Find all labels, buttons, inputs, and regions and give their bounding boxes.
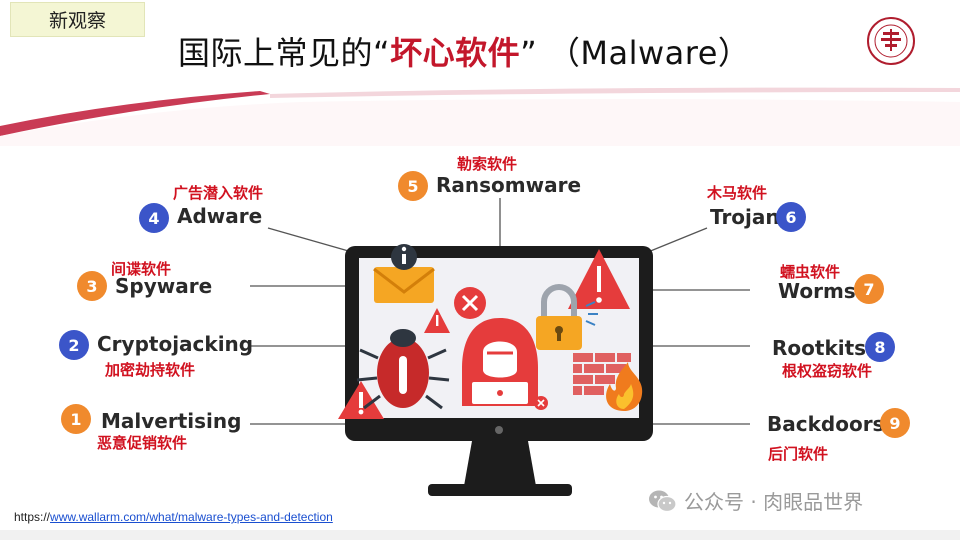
error-x-icon [454, 287, 486, 319]
source-link[interactable]: www.wallarm.com/what/malware-types-and-d… [50, 510, 333, 524]
item-label-rootkits: Rootkits [772, 336, 866, 360]
wechat-icon [648, 488, 678, 514]
item-label-adware: Adware [177, 204, 262, 228]
number-badge-7: 7 [854, 274, 884, 304]
title-prefix: 国际上常见的“ [178, 34, 390, 72]
number-badge-2: 2 [59, 330, 89, 360]
item-cn-trojan: 木马软件 [707, 182, 767, 203]
item-cn-cryptojacking: 加密劫持软件 [105, 359, 195, 380]
envelope-icon [374, 267, 434, 303]
university-seal-icon [866, 16, 916, 66]
item-label-malvertising: Malvertising [101, 409, 241, 433]
source-citation: https://www.wallarm.com/what/malware-typ… [14, 510, 333, 524]
item-label-cryptojacking: Cryptojacking [97, 332, 253, 356]
page-title: 国际上常见的“坏心软件” （Malware） [178, 28, 750, 74]
number-badge-8: 8 [865, 332, 895, 362]
watermark: 公众号 · 肉眼品世界 [648, 486, 863, 515]
item-cn-spyware: 间谍软件 [111, 258, 171, 279]
info-icon [391, 244, 417, 270]
item-label-trojan: Trojan [710, 205, 780, 229]
item-label-backdoors: Backdoors [767, 412, 884, 436]
item-cn-backdoors: 后门软件 [768, 443, 828, 464]
number-badge-4: 4 [139, 203, 169, 233]
decorative-swoosh [0, 86, 960, 146]
item-cn-ransomware: 勒索软件 [457, 153, 517, 174]
source-prefix: https:// [14, 510, 50, 524]
number-badge-5: 5 [398, 171, 428, 201]
number-badge-6: 6 [776, 202, 806, 232]
watermark-text: 公众号 · 肉眼品世界 [684, 486, 863, 515]
item-cn-adware: 广告潜入软件 [173, 182, 263, 203]
number-badge-9: 9 [880, 408, 910, 438]
item-label-worms: Worms [778, 279, 856, 303]
item-cn-rootkits: 根权盗窃软件 [782, 360, 872, 381]
bottom-bar [0, 530, 960, 540]
monitor-illustration [240, 145, 760, 505]
number-badge-3: 3 [77, 271, 107, 301]
title-highlight: 坏心软件 [390, 34, 520, 72]
title-suffix: ” （Malware） [520, 34, 750, 72]
item-cn-malvertising: 恶意促销软件 [97, 432, 187, 453]
item-label-ransomware: Ransomware [436, 173, 581, 197]
number-badge-1: 1 [61, 404, 91, 434]
section-tag: 新观察 [10, 2, 145, 37]
